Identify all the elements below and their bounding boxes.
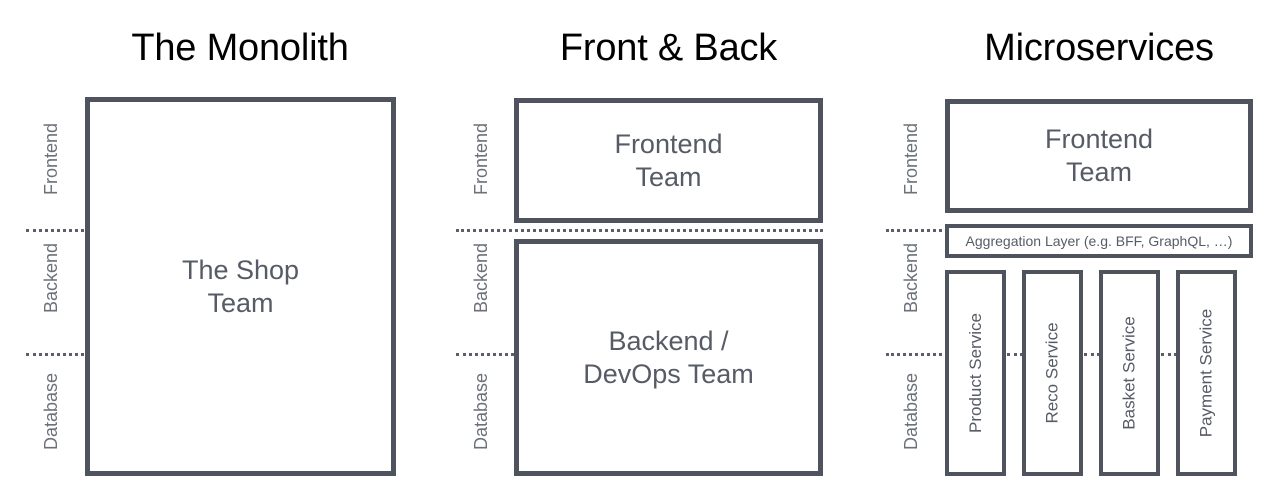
band-label-backend-monolith: Backend: [41, 242, 61, 313]
band-divider-frontend-backend-front-and-back: [456, 229, 823, 232]
box-payment-service[interactable]: Payment Service: [1176, 270, 1237, 476]
box-basket-service[interactable]: Basket Service: [1099, 270, 1160, 476]
panel-title-front-and-back: Front & Back: [559, 27, 778, 69]
panel-title-monolith: The Monolith: [131, 27, 349, 69]
box-shop-team[interactable]: The Shop Team: [85, 97, 396, 476]
band-label-backend-microservices: Backend: [901, 242, 921, 313]
box-frontend-team-microservices[interactable]: Frontend Team: [945, 99, 1253, 213]
box-backend-devops-team[interactable]: Backend / DevOps Team: [514, 239, 823, 476]
band-divider-frontend-backend-microservices: [886, 229, 948, 232]
box-shop-team-label: The Shop Team: [181, 254, 300, 318]
band-label-frontend-microservices: Frontend: [901, 122, 921, 195]
band-label-database-front-and-back: Database: [471, 372, 491, 450]
band-divider-backend-database-monolith: [26, 353, 90, 356]
band-divider-backend-database-microservices-2: [1084, 353, 1106, 356]
box-frontend-team-label: Frontend Team: [614, 128, 723, 192]
box-aggregation-layer-label: Aggregation Layer (e.g. BFF, GraphQL, …): [965, 233, 1233, 249]
panel-title-microservices: Microservices: [984, 27, 1214, 69]
box-frontend-team-front-and-back[interactable]: Frontend Team: [514, 98, 823, 223]
box-reco-service[interactable]: Reco Service: [1022, 270, 1083, 476]
box-aggregation-layer[interactable]: Aggregation Layer (e.g. BFF, GraphQL, …): [945, 224, 1253, 258]
band-label-database-monolith: Database: [41, 372, 61, 450]
band-label-database-microservices: Database: [901, 372, 921, 450]
band-label-frontend-front-and-back: Frontend: [471, 122, 491, 195]
box-payment-service-label: Payment Service: [1196, 308, 1216, 438]
band-divider-frontend-backend-monolith: [26, 229, 90, 232]
box-reco-service-label: Reco Service: [1042, 322, 1062, 424]
band-label-backend-front-and-back: Backend: [471, 242, 491, 313]
box-product-service[interactable]: Product Service: [945, 270, 1006, 476]
band-divider-backend-database-front-and-back: [456, 353, 520, 356]
box-frontend-team-microservices-label: Frontend Team: [1044, 124, 1154, 187]
band-label-frontend-monolith: Frontend: [41, 122, 61, 195]
box-basket-service-label: Basket Service: [1119, 316, 1139, 430]
band-divider-backend-database-microservices-1: [1007, 353, 1029, 356]
band-divider-backend-database-microservices-3: [1161, 353, 1183, 356]
box-product-service-label: Product Service: [965, 313, 985, 433]
band-divider-backend-database-microservices-0: [886, 353, 948, 356]
box-backend-devops-team-label: Backend / DevOps Team: [583, 325, 754, 389]
